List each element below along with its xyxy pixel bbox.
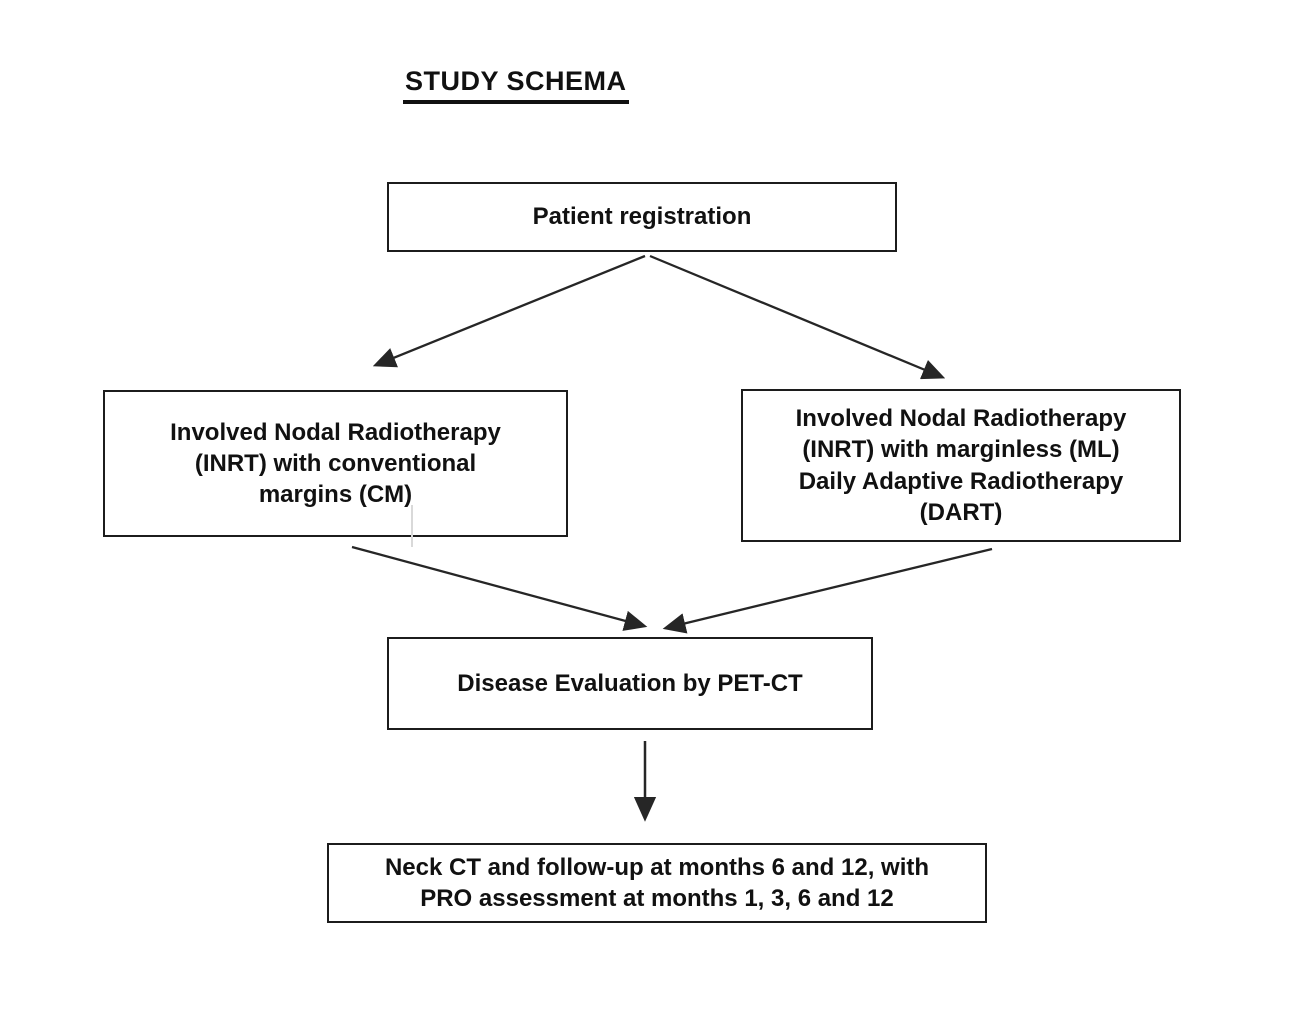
edge-registration-to-dart xyxy=(649,254,946,380)
node-patient-registration: Patient registration xyxy=(387,182,897,252)
node-followup-assessment-label: Neck CT and follow-up at months 6 and 12… xyxy=(384,853,930,912)
node-inrt-conventional-margins-label: Involved Nodal Radiotherapy (INRT) with … xyxy=(170,418,501,509)
diagram-title: STUDY SCHEMA xyxy=(403,66,629,104)
node-inrt-marginless-dart: Involved Nodal Radiotherapy (INRT) with … xyxy=(741,389,1181,542)
stray-cursor-artifact xyxy=(411,505,413,547)
node-patient-registration-label: Patient registration xyxy=(532,203,752,231)
node-disease-evaluation-label: Disease Evaluation by PET-CT xyxy=(457,669,803,697)
node-followup-assessment: Neck CT and follow-up at months 6 and 12… xyxy=(327,843,987,923)
node-disease-evaluation: Disease Evaluation by PET-CT xyxy=(387,637,873,730)
edge-registration-to-cm xyxy=(372,254,646,368)
edge-dart-to-evaluation xyxy=(662,547,993,634)
edge-cm-to-evaluation xyxy=(351,545,648,631)
node-inrt-marginless-dart-label: Involved Nodal Radiotherapy (INRT) with … xyxy=(795,405,1127,526)
node-inrt-conventional-margins: Involved Nodal Radiotherapy (INRT) with … xyxy=(103,390,568,537)
